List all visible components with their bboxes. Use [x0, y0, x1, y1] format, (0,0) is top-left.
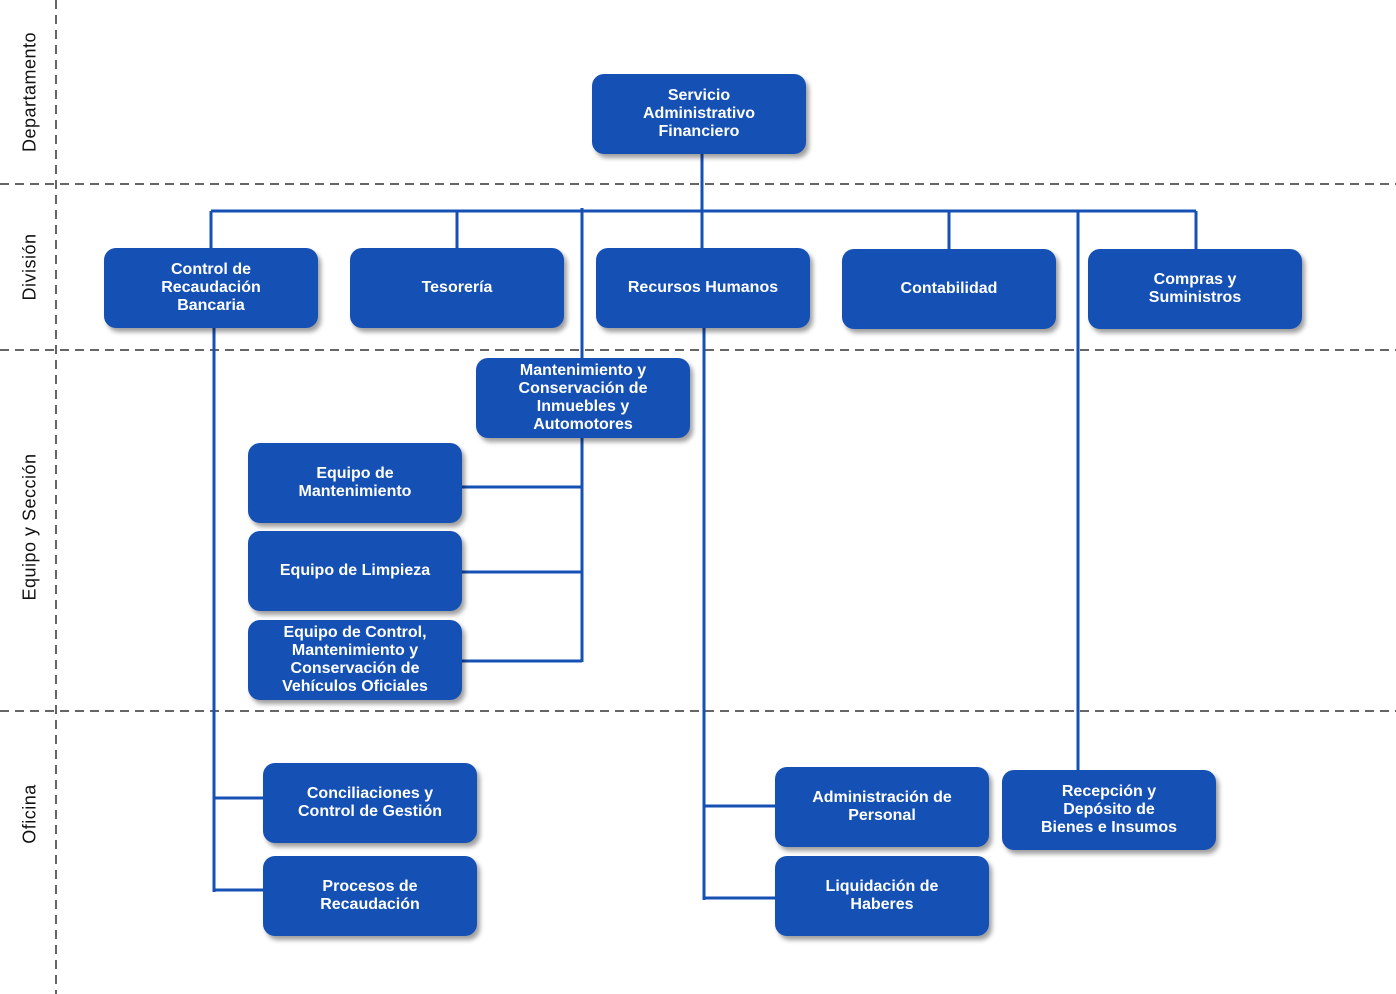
node-administracion-personal[interactable]: Administración de Personal — [775, 767, 989, 847]
level-label-oficina: Oficina — [19, 784, 40, 844]
node-label: Tesorería — [421, 279, 493, 296]
node-label: Liquidación de Haberes — [825, 878, 939, 913]
node-recepcion-deposito[interactable]: Recepción y Depósito de Bienes e Insumos — [1002, 770, 1216, 850]
node-contabilidad[interactable]: Contabilidad — [842, 249, 1056, 329]
node-label: Equipo de Control, Mantenimiento y Conse… — [282, 624, 428, 695]
level-label-division: División — [19, 233, 40, 301]
node-label: Administración de Personal — [812, 789, 952, 824]
node-label: Contabilidad — [900, 280, 998, 297]
node-label: Equipo de Mantenimiento — [298, 465, 412, 500]
node-label: Compras y Suministros — [1148, 271, 1242, 306]
level-label-equipo-seccion: Equipo y Sección — [19, 453, 40, 601]
node-equipo-limpieza[interactable]: Equipo de Limpieza — [248, 531, 462, 611]
node-equipo-control-vehiculos[interactable]: Equipo de Control, Mantenimiento y Conse… — [248, 620, 462, 700]
node-equipo-mantenimiento[interactable]: Equipo de Mantenimiento — [248, 443, 462, 523]
node-label: Equipo de Limpieza — [279, 562, 431, 579]
node-label: Recepción y Depósito de Bienes e Insumos — [1040, 783, 1178, 836]
node-label: Mantenimiento y Conservación de Inmueble… — [518, 362, 648, 433]
node-label: Conciliaciones y Control de Gestión — [298, 785, 442, 820]
node-compras-suministros[interactable]: Compras y Suministros — [1088, 249, 1302, 329]
node-mantenimiento-conservacion[interactable]: Mantenimiento y Conservación de Inmueble… — [476, 358, 690, 438]
node-label: Recursos Humanos — [627, 279, 779, 296]
node-label: Servicio Administrativo Financiero — [642, 87, 755, 140]
node-tesoreria[interactable]: Tesorería — [350, 248, 564, 328]
node-label: Procesos de Recaudación — [320, 878, 420, 913]
node-control-recaudacion-bancaria[interactable]: Control de Recaudación Bancaria — [104, 248, 318, 328]
node-conciliaciones-control-gestion[interactable]: Conciliaciones y Control de Gestión — [263, 763, 477, 843]
node-servicio-administrativo-financiero[interactable]: Servicio Administrativo Financiero — [592, 74, 806, 154]
node-procesos-recaudacion[interactable]: Procesos de Recaudación — [263, 856, 477, 936]
level-label-departamento: Departamento — [19, 31, 40, 153]
node-label: Control de Recaudación Bancaria — [161, 261, 261, 314]
node-liquidacion-haberes[interactable]: Liquidación de Haberes — [775, 856, 989, 936]
node-recursos-humanos[interactable]: Recursos Humanos — [596, 248, 810, 328]
